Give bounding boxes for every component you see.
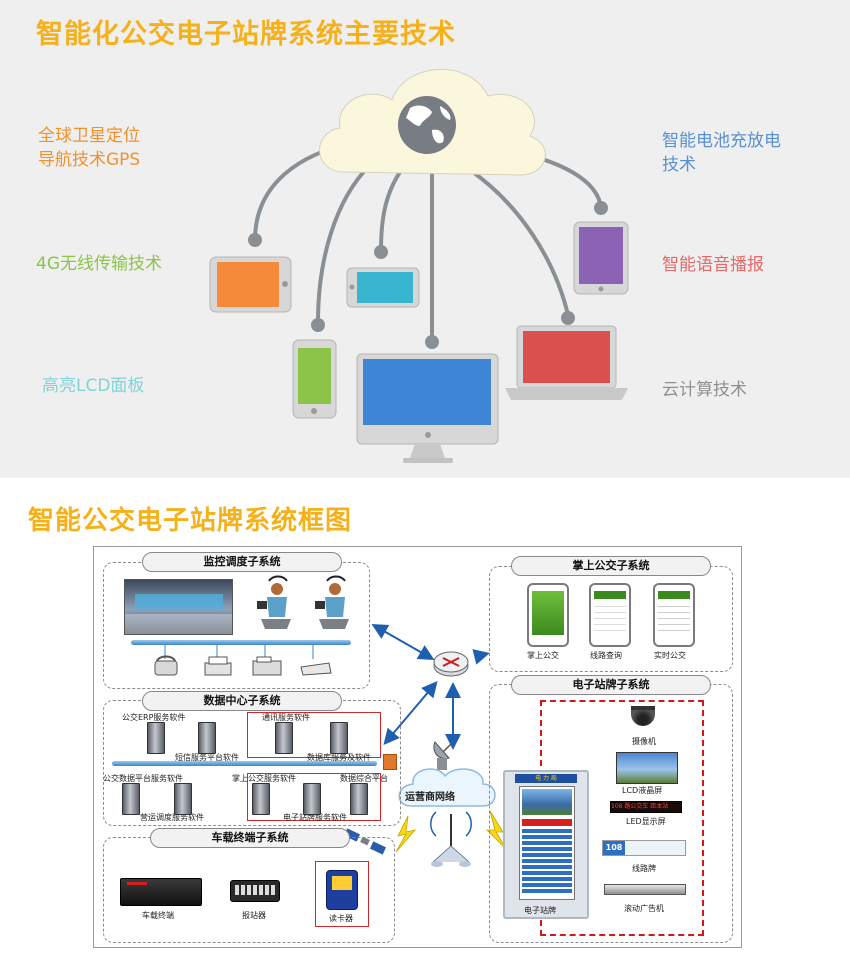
server-icon	[303, 783, 321, 815]
route-sign-icon: 108	[602, 840, 686, 856]
kiosk-label: 电子站牌	[524, 906, 556, 915]
vehicle-terminal-label: 车载终端	[142, 911, 174, 920]
lcd-screen-icon	[616, 752, 678, 784]
station-service-label: 电子站牌服务软件	[283, 813, 347, 822]
green-phone-icon	[292, 339, 337, 419]
cloud-icon	[319, 68, 546, 176]
purple-tablet-icon	[573, 221, 629, 295]
route-number: 108	[603, 841, 625, 855]
monitoring-subsystem-header: 监控调度子系统	[142, 552, 342, 572]
led-display-icon: 108 路公交车 距本站	[610, 801, 682, 813]
scrolling-ad-label: 滚动广告机	[624, 904, 664, 913]
station-subsystem-header: 电子站牌子系统	[511, 675, 711, 695]
data-platform-label: 公交数据平台服务软件	[103, 774, 183, 783]
datacenter-group-bottom	[247, 773, 381, 821]
scrolling-ad-icon	[604, 884, 686, 895]
control-room-photo	[124, 579, 233, 635]
operator-right-icon	[315, 575, 349, 629]
tech-4g-label: 4G无线传输技术	[36, 254, 162, 274]
router-icon	[433, 651, 469, 677]
orange-tablet-icon	[209, 256, 292, 313]
data-integration-label: 数据综合平台	[340, 774, 388, 783]
camera-icon	[628, 706, 658, 732]
database-service-label: 数据库服务及软件	[307, 753, 371, 762]
camera-label: 摄像机	[632, 737, 656, 746]
tech-lcd-label: 高亮LCD面板	[42, 376, 145, 396]
signal-bolt-left-icon	[395, 815, 417, 853]
led-display-label: LED显示屏	[626, 817, 666, 826]
server-icon	[122, 783, 140, 815]
signal-tower-icon	[430, 811, 472, 867]
carrier-network-label: 运营商网络	[405, 792, 455, 803]
wire-green-phone	[316, 163, 372, 324]
kiosk-header: 电 力 局	[515, 774, 577, 783]
monitoring-bus	[131, 640, 351, 645]
scanner-icon	[300, 662, 332, 676]
monitoring-peripherals	[154, 645, 332, 676]
datacenter-bus	[112, 761, 377, 766]
comm-service-label: 通讯服务软件	[262, 713, 310, 722]
datacenter-subsystem-header: 数据中心子系统	[142, 691, 342, 711]
operator-left-icon	[257, 575, 291, 629]
wire-teal-phone	[379, 170, 402, 252]
diagram-title: 智能公交电子站牌系统框图	[28, 506, 353, 536]
laptop-icon	[505, 325, 628, 400]
operator-figures	[257, 575, 349, 629]
printer-icon	[204, 656, 232, 676]
firewall-icon	[383, 754, 397, 770]
realtime-bus-phone	[653, 583, 695, 647]
teal-phone-icon	[346, 267, 420, 308]
route-query-phone	[589, 583, 631, 647]
lcd-screen-label: LCD液晶屏	[622, 786, 663, 795]
datacenter-group-top	[247, 712, 381, 758]
dispatch-service-label: 营运调度服务软件	[140, 813, 204, 822]
mobile-subsystem-header: 掌上公交子系统	[511, 556, 711, 576]
tech-cloud-label: 云计算技术	[662, 380, 747, 400]
vehicle-subsystem-header: 车载终端子系统	[150, 828, 350, 848]
server-icon	[252, 783, 270, 815]
mobile-app-phone	[527, 583, 569, 647]
technologies-panel: 智能化公交电子站牌系统主要技术	[0, 0, 850, 478]
server-icon	[174, 783, 192, 815]
realtime-bus-label: 实时公交	[654, 651, 686, 660]
server-icon	[198, 722, 216, 754]
card-reader-icon	[326, 870, 358, 910]
mobile-bus-service-label: 掌上公交服务软件	[232, 774, 296, 783]
tech-gps-label: 全球卫星定位 导航技术GPS	[38, 126, 141, 170]
announcer-icon	[230, 880, 280, 902]
card-reader-highlight	[315, 861, 369, 927]
satellite-dish-icon	[433, 741, 452, 770]
server-icon	[147, 722, 165, 754]
erp-service-label: 公交ERP服务软件	[122, 713, 186, 722]
card-reader-label: 读卡器	[329, 914, 353, 923]
announcer-label: 报站器	[242, 911, 266, 920]
electronic-station-kiosk: 电 力 局	[503, 770, 589, 919]
technology-illustration	[209, 68, 629, 463]
wire-laptop	[468, 168, 570, 317]
fax-icon	[252, 656, 282, 676]
server-icon	[275, 722, 293, 754]
server-icon	[350, 783, 368, 815]
tech-battery-label: 智能电池充放电 技术	[662, 131, 781, 175]
route-query-label: 线路查询	[590, 651, 622, 660]
route-sign-label: 线路牌	[632, 864, 656, 873]
server-icon	[330, 722, 348, 754]
connector-wires	[253, 143, 603, 342]
tech-voice-label: 智能语音播报	[662, 255, 764, 275]
page-title: 智能化公交电子站牌系统主要技术	[36, 19, 456, 50]
telephone-icon	[154, 655, 178, 676]
mobile-app-label: 掌上公交	[527, 651, 559, 660]
carrier-network-cloud-icon	[398, 768, 496, 807]
sms-platform-label: 短信服务平台软件	[175, 753, 239, 762]
vehicle-terminal-icon	[120, 878, 202, 906]
desktop-monitor-icon	[356, 353, 499, 463]
kiosk-screen	[519, 786, 575, 900]
network-links	[343, 624, 508, 867]
